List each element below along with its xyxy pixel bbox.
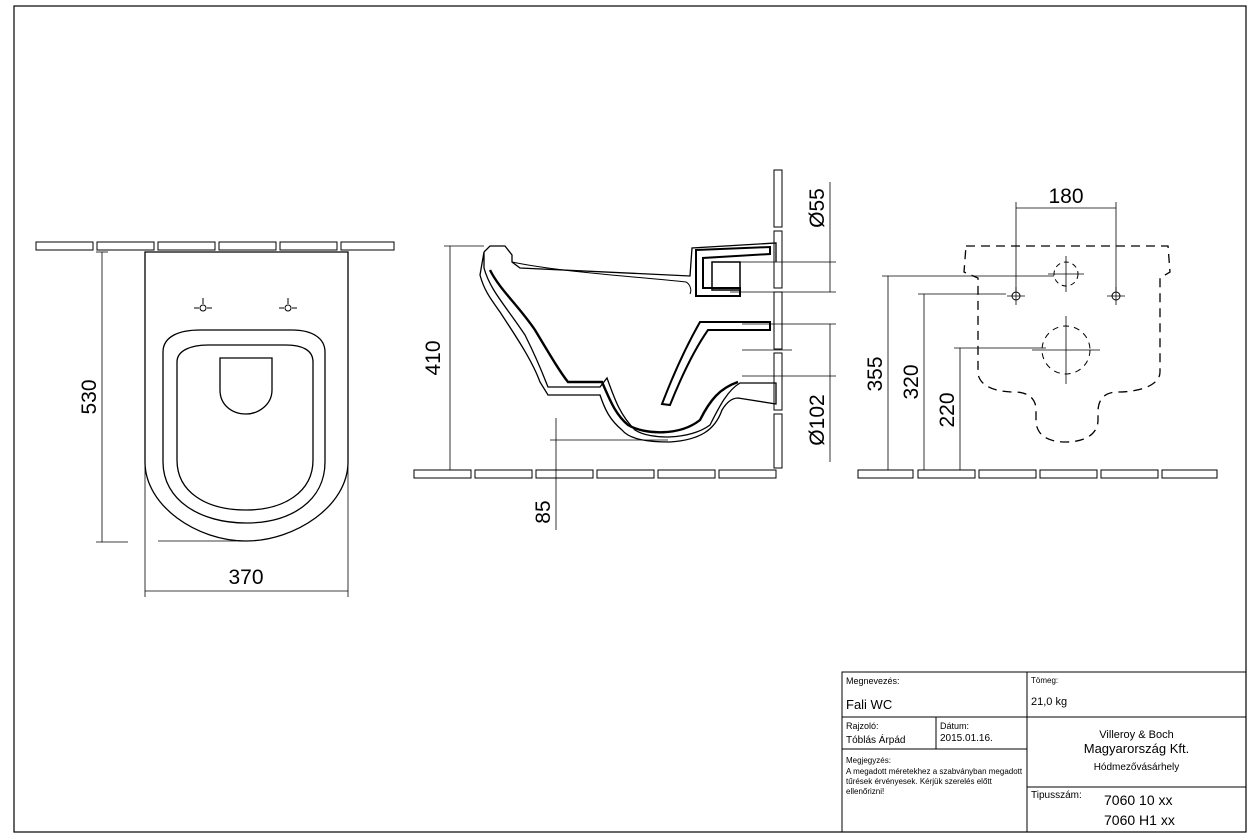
side-floor-line [413, 469, 777, 479]
side-inlet [695, 245, 771, 297]
front-opening [219, 357, 273, 415]
name-label: Megnevezés: [846, 676, 900, 686]
name-value: Fali WC [846, 697, 893, 712]
mass-label: Tömeg: [1031, 676, 1059, 685]
title-block-grid [841, 671, 1247, 833]
front-bowl-outline [144, 251, 349, 542]
dim-pipe-bottom-label: Ø102 [806, 394, 829, 445]
mass-value: 21,0 kg [1031, 696, 1068, 708]
rear-view [857, 202, 1218, 479]
dim-front-height-label: 530 [78, 379, 101, 414]
side-wall-line [773, 169, 783, 469]
side-bowl-outline [479, 242, 777, 443]
side-bowl-liner [488, 269, 739, 434]
drawer-label: Rajzoló: [846, 721, 879, 731]
dim-side-lines [444, 182, 836, 530]
rear-dashed-outline [963, 245, 1171, 443]
rear-floor-line [857, 469, 1218, 479]
dim-front-width-label: 370 [228, 566, 263, 589]
dim-rear-h1-label: 355 [864, 356, 887, 391]
front-seat-outline [162, 329, 326, 524]
side-rim-line [511, 261, 692, 295]
dim-rear-spacing-label: 180 [1048, 185, 1083, 208]
dim-floor-gap-label: 85 [532, 500, 555, 523]
dim-side-height-label: 410 [422, 340, 445, 375]
company-line-3: Hódmezővásárhely [1093, 762, 1180, 773]
drawing-frame [13, 5, 1247, 833]
dim-pipe-top-label: Ø55 [806, 188, 829, 228]
front-fixing-marks [194, 298, 297, 312]
dim-rear-h2-label: 320 [900, 364, 923, 399]
side-outlet [660, 321, 771, 407]
drawer-value: Tóblás Árpád [846, 735, 906, 746]
type-value-2: 7060 H1 xx [1104, 812, 1175, 828]
type-value-1: 7060 10 xx [1104, 792, 1173, 808]
dim-rear-lines [882, 202, 1117, 470]
type-label: Tipusszám: [1031, 790, 1082, 801]
dim-front-width [144, 462, 349, 597]
side-view [413, 169, 836, 530]
company-line-2: Magyarország Kft. [1083, 741, 1190, 756]
date-value: 2015.01.16. [940, 733, 993, 744]
front-seat-inner [176, 344, 314, 511]
front-wall-line [35, 241, 395, 251]
company-line-1: Villeroy & Boch [1099, 729, 1174, 741]
date-label: Dátum: [940, 721, 970, 731]
note-text: A megadott méretekhez a szabványban mega… [846, 767, 1023, 796]
dim-front-height [96, 251, 128, 543]
note-label: Megjegyzés: [846, 756, 891, 765]
dim-rear-h3-label: 220 [936, 392, 959, 427]
front-view [35, 241, 395, 597]
